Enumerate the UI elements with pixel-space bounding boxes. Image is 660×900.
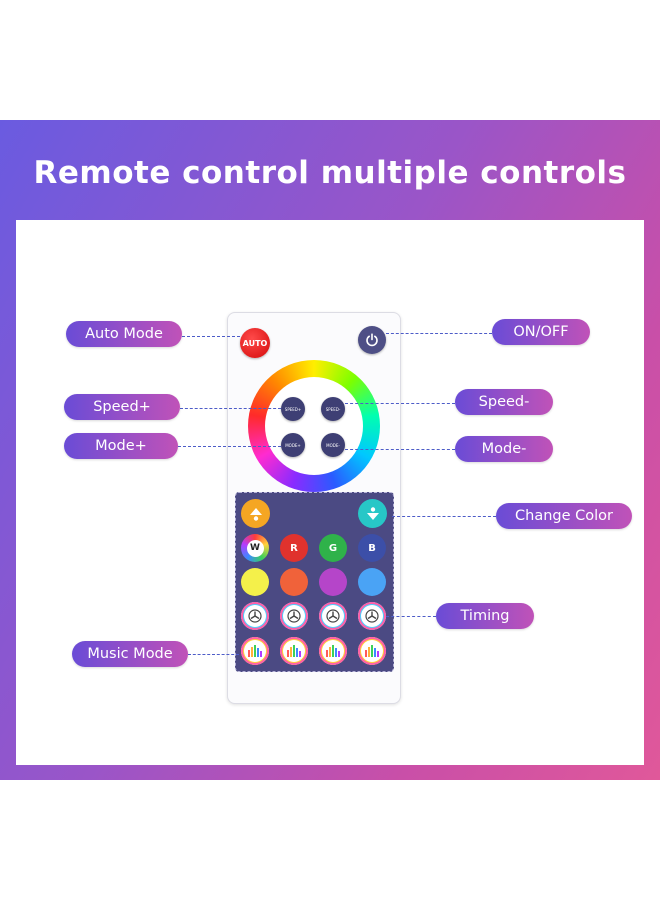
- color-button-label: B: [368, 542, 376, 554]
- leader-line-on-off: [386, 333, 492, 334]
- timer-button-1[interactable]: [241, 602, 269, 630]
- preset-color-yellow[interactable]: [241, 568, 269, 596]
- music-button-1[interactable]: [241, 637, 269, 665]
- leader-line-mode-minus: [345, 449, 455, 450]
- timer-button-3[interactable]: [319, 602, 347, 630]
- leader-line-speed-plus: [180, 408, 281, 409]
- leader-line-mode-plus: [178, 446, 281, 447]
- arrow-up-icon: [249, 507, 262, 521]
- timer-button-4[interactable]: [358, 602, 386, 630]
- label-timing: Timing: [436, 603, 534, 629]
- page-title: Remote control multiple controls: [33, 155, 627, 191]
- fan-icon: [248, 609, 262, 623]
- color-button-label: R: [290, 542, 298, 554]
- label-mode-plus: Mode+: [64, 433, 178, 459]
- fan-icon: [326, 609, 340, 623]
- music-button-3[interactable]: [319, 637, 347, 665]
- color-button-label: G: [328, 542, 338, 554]
- fan-icon: [287, 609, 301, 623]
- preset-color-orange[interactable]: [280, 568, 308, 596]
- mode-plus-button[interactable]: MODE+: [281, 433, 305, 457]
- label-speed-minus: Speed-: [455, 389, 553, 415]
- label-on-off: ON/OFF: [492, 319, 590, 345]
- leader-line-timing: [386, 616, 436, 617]
- preset-color-sky[interactable]: [358, 568, 386, 596]
- music-button-2[interactable]: [280, 637, 308, 665]
- leader-line-change-color: [392, 516, 496, 517]
- color-wheel-center: [265, 377, 363, 475]
- music-button-4[interactable]: [358, 637, 386, 665]
- label-speed-plus: Speed+: [64, 394, 180, 420]
- speed-minus-button[interactable]: SPEED-: [321, 397, 345, 421]
- leader-line-speed-minus: [345, 403, 455, 404]
- equalizer-icon: [248, 645, 262, 657]
- power-icon: [366, 333, 378, 347]
- color-button-blue[interactable]: B: [358, 534, 386, 562]
- preset-color-purple[interactable]: [319, 568, 347, 596]
- color-button-green[interactable]: G: [319, 534, 347, 562]
- color-button-white[interactable]: W: [241, 534, 269, 562]
- brightness-up-button[interactable]: [241, 499, 270, 528]
- arrow-down-icon: [366, 506, 379, 520]
- equalizer-icon: [365, 645, 379, 657]
- speed-plus-button[interactable]: SPEED+: [281, 397, 305, 421]
- auto-button[interactable]: AUTO: [240, 328, 270, 358]
- fan-icon: [365, 609, 379, 623]
- label-mode-minus: Mode-: [455, 436, 553, 462]
- leader-line-auto-mode: [182, 336, 240, 337]
- leader-line-music-mode: [188, 654, 239, 655]
- brightness-down-button[interactable]: [358, 499, 387, 528]
- power-button[interactable]: [358, 326, 386, 354]
- label-auto-mode: Auto Mode: [66, 321, 182, 347]
- color-button-label: W: [246, 539, 264, 557]
- equalizer-icon: [287, 645, 301, 657]
- label-change-color: Change Color: [496, 503, 632, 529]
- color-button-red[interactable]: R: [280, 534, 308, 562]
- timer-button-2[interactable]: [280, 602, 308, 630]
- label-music-mode: Music Mode: [72, 641, 188, 667]
- equalizer-icon: [326, 645, 340, 657]
- mode-minus-button[interactable]: MODE-: [321, 433, 345, 457]
